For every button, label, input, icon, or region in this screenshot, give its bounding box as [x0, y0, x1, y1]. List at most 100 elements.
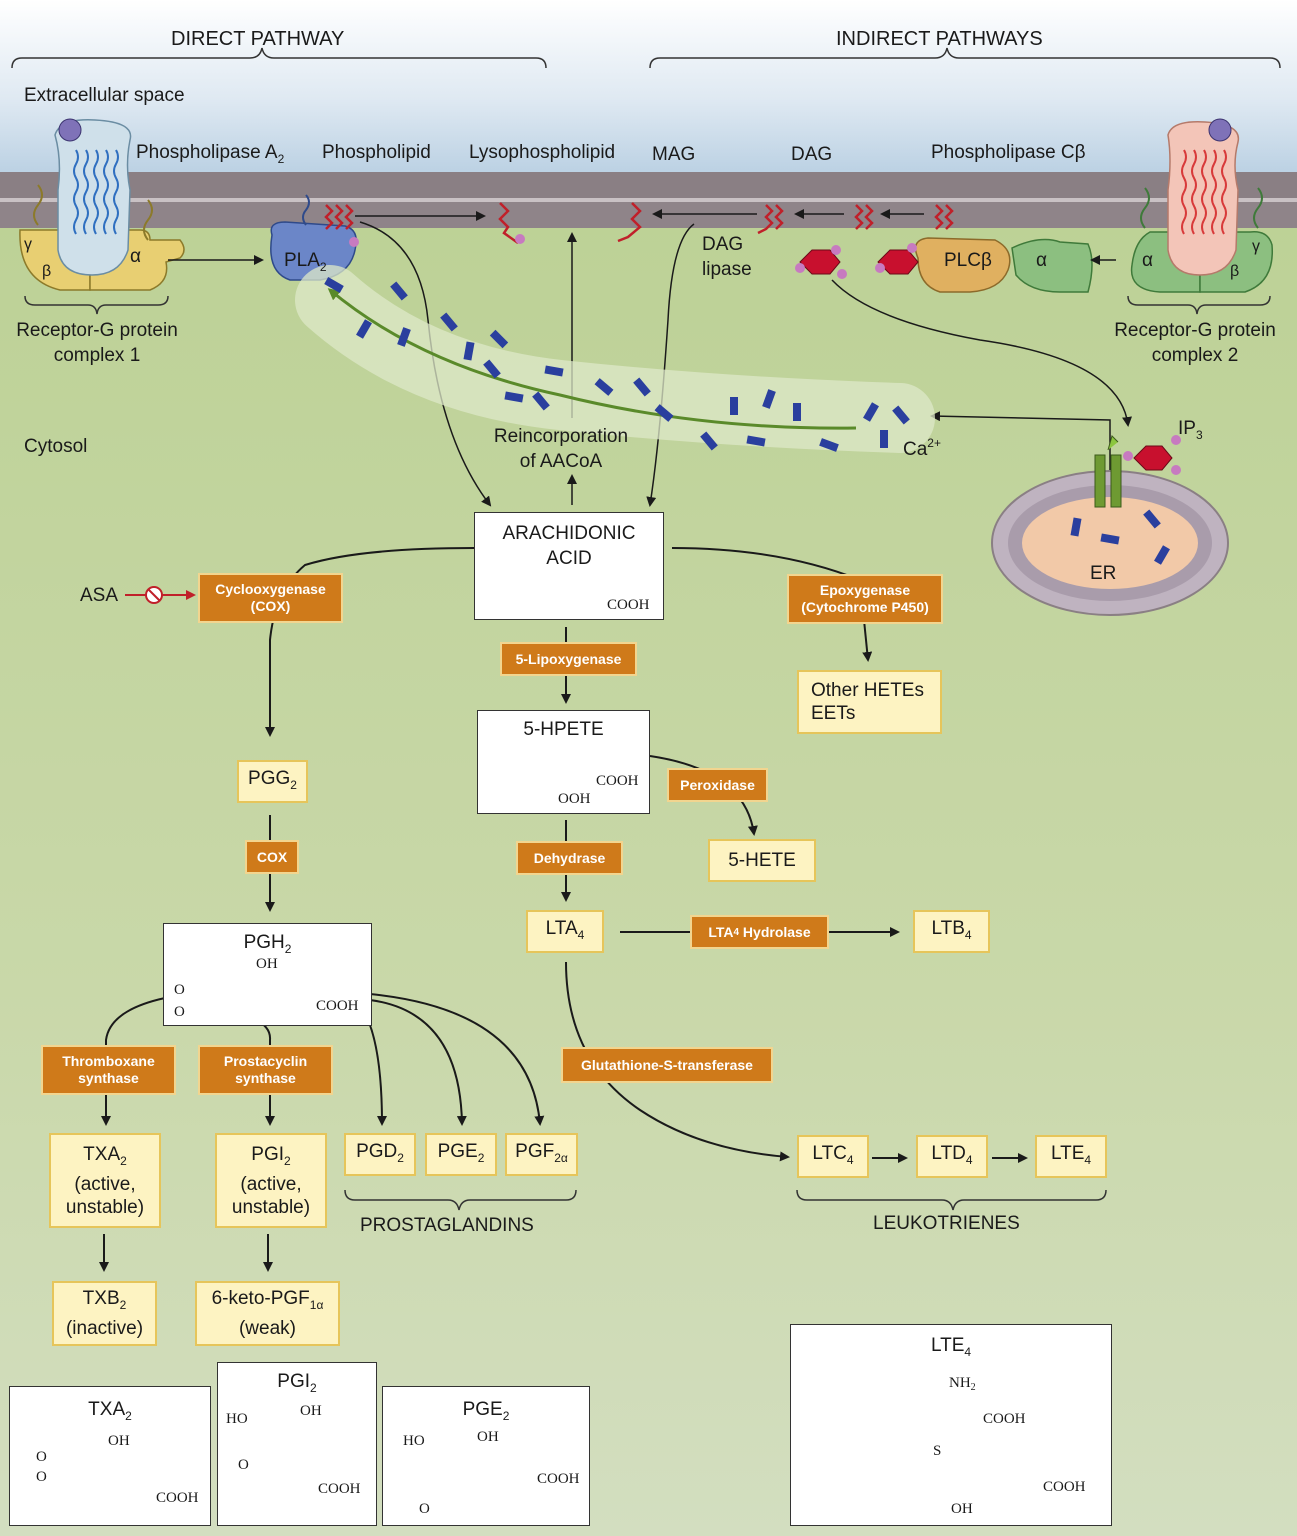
extracellular-space-label: Extracellular space [24, 85, 185, 106]
hpete-title: 5-HPETE [523, 719, 604, 740]
mag-label: MAG [652, 144, 696, 165]
ip3-headgroups [795, 243, 1181, 475]
cytosol-label: Cytosol [24, 436, 88, 457]
lte4-oh: OH [951, 1501, 973, 1517]
product-ltc4: LTC4 [797, 1135, 869, 1178]
indirect-pathways-label: INDIRECT PATHWAYS [836, 28, 1043, 50]
asa-label: ASA [80, 585, 119, 606]
lipid-glyphs [324, 202, 954, 245]
pge2-ho: HO [403, 1433, 425, 1449]
product-txb2: TXB2(inactive) [52, 1281, 157, 1346]
txa2-o1: O [36, 1449, 47, 1465]
product-lte4: LTE4 [1035, 1135, 1107, 1178]
structure-txa2-title: TXA2 [88, 1399, 132, 1423]
endoplasmic-reticulum [991, 435, 1229, 616]
product-lta4: LTA4 [526, 910, 604, 953]
pla2-box-label: PLA2 [284, 250, 327, 274]
phospholipase-cb-label: Phospholipase Cβ [931, 142, 1086, 163]
aa-cooh-label: COOH [607, 597, 650, 613]
lte4-nh2: NH2 [949, 1375, 976, 1393]
pge2-oh: OH [477, 1429, 499, 1445]
pgi2-oh: OH [300, 1403, 322, 1419]
g-alpha-3-label: α [1142, 250, 1153, 271]
calcium-label: Ca2+ [903, 436, 941, 460]
er-label: ER [1090, 563, 1117, 584]
enzyme-epoxygenase: Epoxygenase(Cytochrome P450) [787, 574, 943, 624]
pgi2-cooh: COOH [318, 1481, 361, 1497]
structure-txa2: TXA2 OH O O COOH [9, 1386, 211, 1526]
prostaglandins-label: PROSTAGLANDINS [360, 1215, 534, 1236]
structure-lte4: LTE4 NH2 COOH S COOH OH [790, 1324, 1112, 1526]
product-pgi2: PGI2(active,unstable) [215, 1133, 327, 1228]
leukotrienes-label: LEUKOTRIENES [873, 1213, 1020, 1234]
plcb-enzyme [914, 237, 1011, 293]
product-ltd4: LTD4 [916, 1135, 988, 1178]
lte4-cooh-2: COOH [1043, 1479, 1086, 1495]
product-6-keto-pgf1a: 6-keto-PGF1α(weak) [195, 1281, 340, 1346]
product-pgd2: PGD2 [344, 1133, 416, 1176]
product-pge2: PGE2 [425, 1133, 497, 1176]
g-gamma-1-label: γ [24, 236, 32, 253]
product-pgg2: PGG2 [237, 760, 308, 803]
pgh2-cooh-label: COOH [316, 998, 359, 1014]
pgh2-o2-label: O [174, 1004, 185, 1020]
enzyme-cyclooxygenase: Cyclooxygenase(COX) [198, 573, 343, 623]
enzyme-peroxidase: Peroxidase [667, 768, 768, 802]
product-pgf2a: PGF2α [505, 1133, 578, 1176]
g-alpha-2-label: α [1036, 250, 1047, 271]
plcb-box-label: PLCβ [944, 250, 992, 271]
dag-label: DAG [791, 144, 833, 165]
hpete-box: 5-HPETE COOH OOH [477, 710, 650, 814]
structure-pgi2: PGI2 HO OH O COOH [217, 1362, 377, 1526]
enzyme-5-lipoxygenase: 5-Lipoxygenase [500, 642, 637, 676]
pgh2-o1-label: O [174, 982, 185, 998]
enzyme-cox: COX [245, 840, 299, 874]
ip3-label: IP3 [1178, 418, 1203, 442]
product-ltb4: LTB4 [913, 910, 990, 953]
pgi2-o: O [238, 1457, 249, 1473]
lysophospholipid-label: Lysophospholipid [469, 142, 616, 163]
calcium-ions [324, 277, 910, 452]
txa2-cooh: COOH [156, 1490, 199, 1506]
g-gamma-2-label: γ [1252, 238, 1260, 255]
pgi2-ho: HO [226, 1411, 248, 1427]
g-beta-1-label: β [42, 263, 52, 280]
structure-pge2: PGE2 HO OH COOH O [382, 1386, 590, 1526]
phospholipid-label: Phospholipid [322, 142, 431, 163]
g-beta-2-label: β [1230, 263, 1240, 280]
g-alpha-1-label: α [130, 246, 141, 267]
product-txa2: TXA2(active,unstable) [49, 1133, 161, 1228]
hpete-ooh-label: OOH [558, 791, 591, 807]
product-5-hete: 5-HETE [708, 839, 816, 882]
txa2-o2: O [36, 1469, 47, 1485]
enzyme-glutathione-s-transferase: Glutathione-S-transferase [561, 1047, 773, 1083]
lte4-cooh-1: COOH [983, 1411, 1026, 1427]
txa2-oh: OH [108, 1433, 130, 1449]
pgh2-oh-label: OH [256, 956, 278, 972]
pgh2-title: PGH2 [243, 932, 292, 956]
pge2-cooh: COOH [537, 1471, 580, 1487]
structure-pge2-title: PGE2 [462, 1399, 510, 1423]
structure-lte4-title: LTE4 [930, 1335, 972, 1359]
phospholipase-a2-label: Phospholipase A2 [136, 142, 285, 166]
structure-pgi2-title: PGI2 [277, 1371, 317, 1395]
pge2-o: O [419, 1501, 430, 1517]
lte4-s: S [933, 1443, 942, 1459]
g-alpha-2 [1011, 238, 1093, 293]
direct-pathway-label: DIRECT PATHWAY [171, 28, 345, 50]
pgh2-box: PGH2 OH COOH O O [163, 923, 372, 1026]
cell-membrane [0, 172, 1297, 200]
receptor-g-protein-complex-1 [19, 118, 185, 291]
receptor-g-protein-complex-2 [1130, 118, 1273, 293]
enzyme-dehydrase: Dehydrase [516, 841, 623, 875]
hpete-cooh-label: COOH [596, 773, 639, 789]
